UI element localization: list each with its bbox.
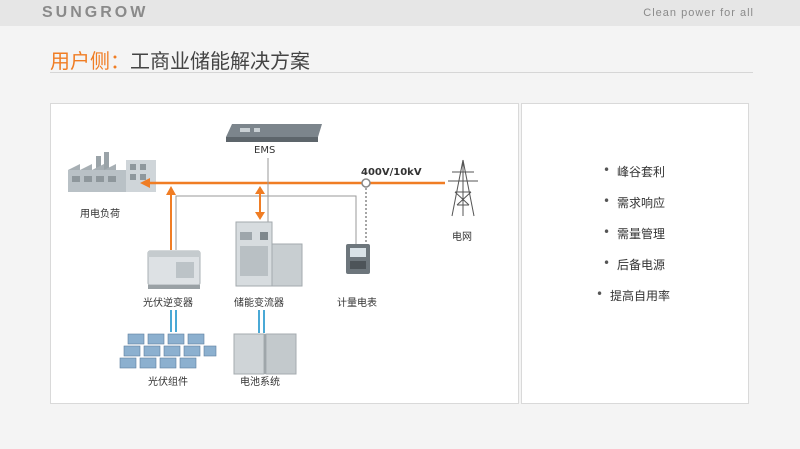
- grid-tower-icon: [448, 159, 478, 217]
- grid-label: 电网: [452, 232, 472, 243]
- pv-inverter-label: 光伏逆变器: [143, 298, 193, 309]
- ems-meter-comm-line: [268, 195, 357, 244]
- benefit-item: •峰谷套利: [603, 163, 666, 179]
- voltage-label: 400V/10kV: [361, 167, 422, 178]
- benefits-panel: [521, 103, 749, 404]
- ems-device-icon: [226, 124, 322, 142]
- bullet: •: [603, 256, 611, 270]
- storage-converter-icon: [235, 221, 303, 287]
- battery-label: 电池系统: [240, 377, 280, 388]
- ems-label: EMS: [254, 145, 276, 156]
- benefit-item: •需求响应: [603, 194, 666, 210]
- top-bar: SUNGROW Clean power for all: [0, 0, 800, 26]
- brand-logo: SUNGROW: [42, 4, 149, 21]
- bullet: •: [603, 163, 611, 177]
- bus-arrow-left: [140, 178, 150, 188]
- pv-modules-label: 光伏组件: [148, 377, 188, 388]
- load-label: 用电负荷: [80, 209, 120, 220]
- benefit-item: •需量管理: [603, 225, 666, 241]
- title-text: 工商业储能解决方案: [130, 49, 310, 73]
- page-title: 用户侧：工商业储能解决方案: [50, 45, 310, 74]
- title-accent: 用户侧：: [50, 49, 130, 73]
- storage-arrow-up: [255, 186, 265, 194]
- pv-ac-arrow: [166, 186, 176, 195]
- storage-arrow-down: [255, 212, 265, 220]
- benefit-item: •后备电源: [603, 256, 666, 272]
- pv-modules-icon: [119, 333, 217, 369]
- meter-icon: [346, 244, 370, 274]
- bullet: •: [603, 225, 611, 239]
- storage-converter-label: 储能变流器: [234, 298, 284, 309]
- bullet: •: [596, 287, 604, 301]
- brand-tagline: Clean power for all: [643, 7, 754, 19]
- battery-system-icon: [233, 333, 297, 375]
- title-divider: [50, 72, 753, 73]
- meter-label: 计量电表: [337, 298, 377, 309]
- factory-icon: [68, 152, 156, 192]
- benefits-list: •峰谷套利 •需求响应 •需量管理 •后备电源 •提高自用率: [590, 163, 670, 318]
- ems-pv-comm-line: [175, 195, 268, 250]
- bullet: •: [603, 194, 611, 208]
- pv-inverter-icon: [147, 250, 201, 289]
- meter-ct-icon: [361, 178, 371, 188]
- benefit-item: •提高自用率: [596, 287, 671, 303]
